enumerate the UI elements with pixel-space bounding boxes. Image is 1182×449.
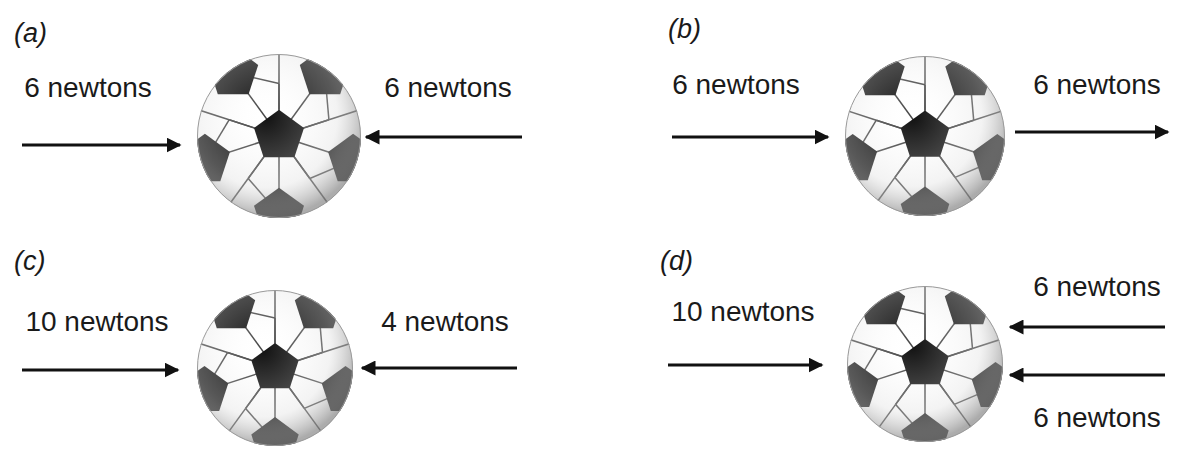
force-label: 6 newtons bbox=[672, 70, 800, 101]
force-arrow bbox=[668, 364, 822, 367]
force-arrow bbox=[1010, 374, 1165, 377]
force-label: 6 newtons bbox=[1033, 70, 1161, 101]
force-arrow bbox=[22, 369, 178, 372]
force-arrow bbox=[22, 144, 180, 147]
force-label: 6 newtons bbox=[1033, 272, 1161, 303]
force-label: 6 newtons bbox=[1033, 403, 1161, 434]
panel-letter: (d) bbox=[660, 247, 693, 277]
force-arrow bbox=[1015, 131, 1168, 134]
soccer-ball bbox=[831, 278, 1019, 449]
force-label: 10 newtons bbox=[25, 307, 168, 338]
soccer-ball bbox=[180, 46, 378, 235]
force-arrow bbox=[1010, 326, 1165, 329]
force-arrow bbox=[362, 367, 517, 370]
force-label: 6 newtons bbox=[24, 73, 152, 104]
force-label: 6 newtons bbox=[384, 73, 512, 104]
force-arrow bbox=[672, 136, 828, 139]
panel-letter: (c) bbox=[14, 247, 45, 277]
panel-letter: (a) bbox=[14, 19, 47, 49]
soccer-ball bbox=[181, 282, 369, 449]
force-label: 4 newtons bbox=[381, 307, 509, 338]
force-arrow bbox=[366, 136, 522, 139]
force-label: 10 newtons bbox=[671, 297, 814, 328]
panel-letter: (b) bbox=[668, 15, 701, 45]
soccer-ball bbox=[828, 48, 1021, 233]
